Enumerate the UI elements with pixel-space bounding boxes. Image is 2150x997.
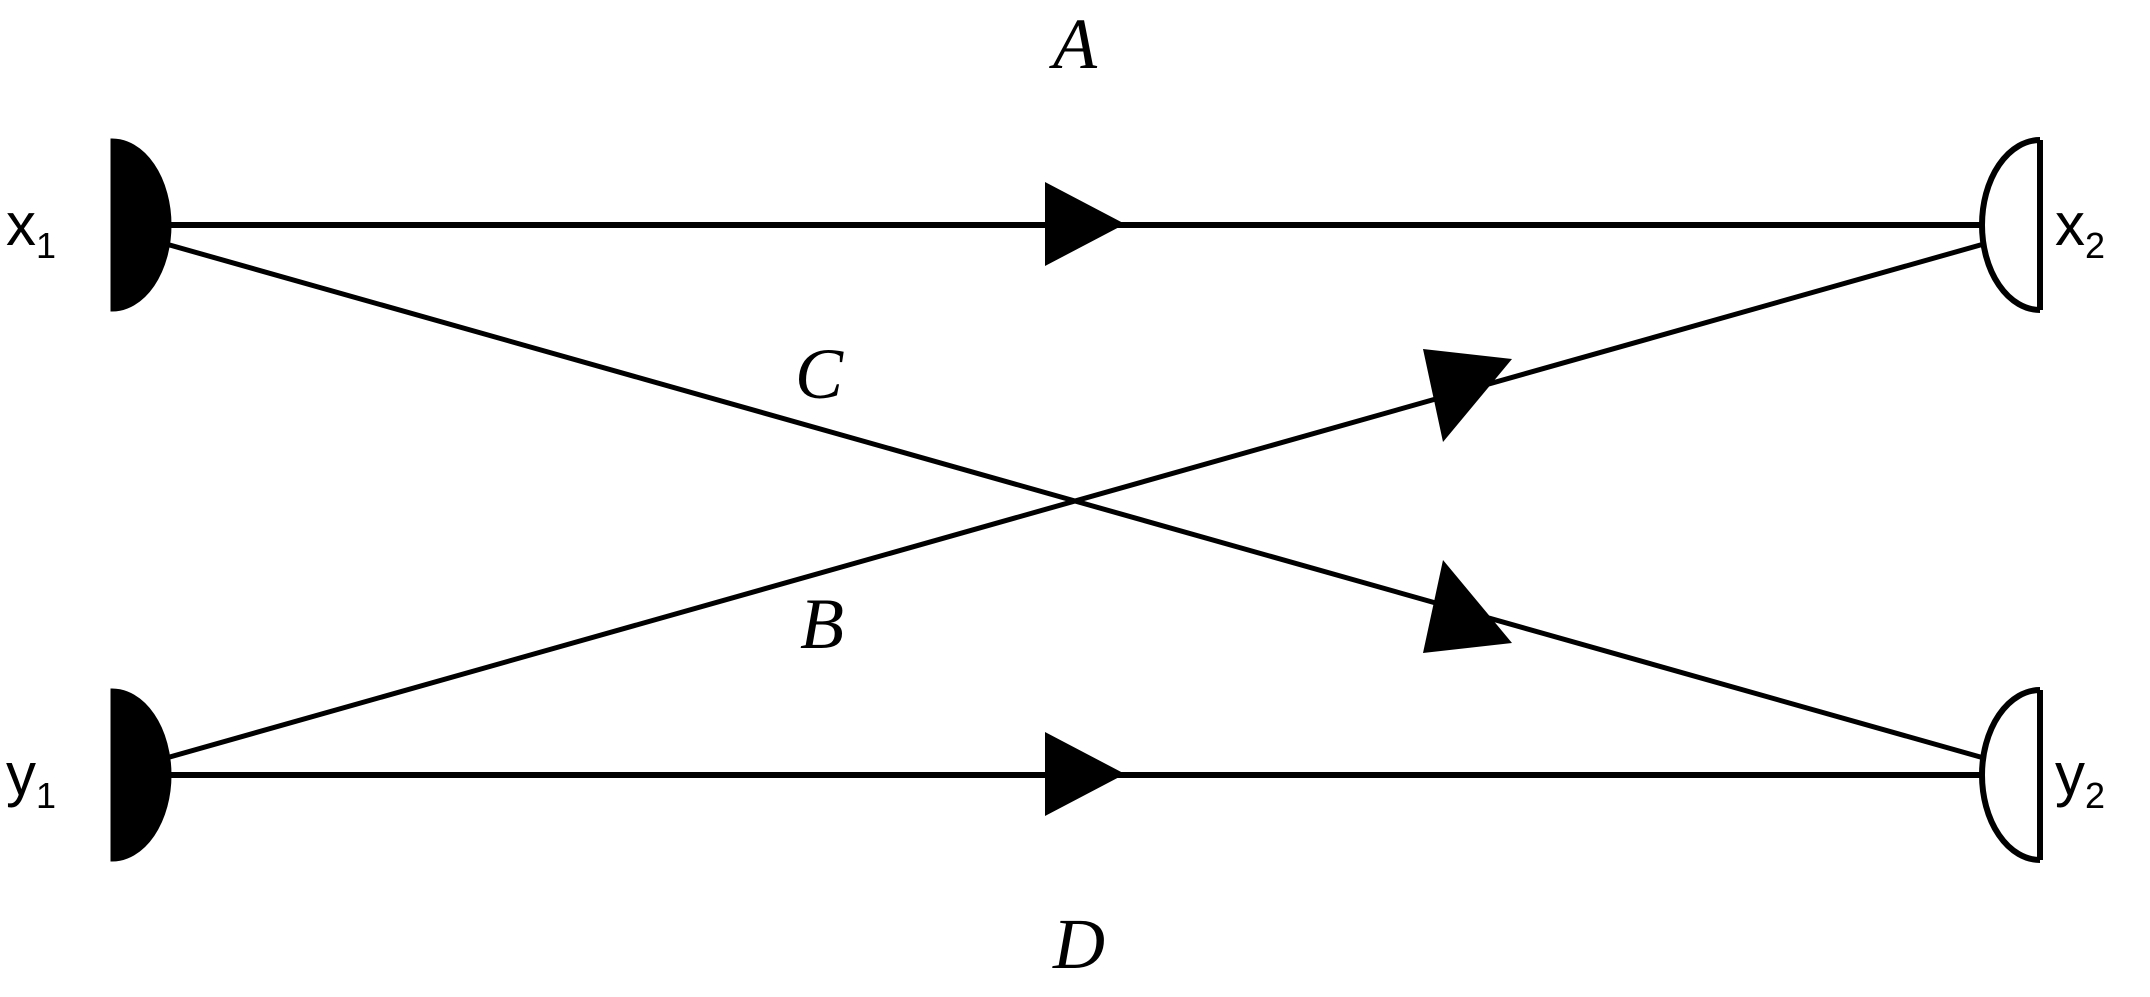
terminal-y2-icon[interactable]: [1979, 687, 2041, 863]
path-label-a: A: [1053, 4, 1097, 84]
terminal-x2-icon[interactable]: [1979, 137, 2041, 313]
node-label-y1: y1: [6, 745, 56, 814]
node-label-x1-base: x: [6, 191, 36, 258]
node-label-x2-base: x: [2055, 191, 2085, 258]
node-label-y2-subscript: 2: [2085, 775, 2106, 816]
node-label-y1-base: y: [6, 741, 36, 808]
terminal-y1-icon[interactable]: [110, 688, 172, 862]
node-label-y2: y2: [2055, 745, 2105, 814]
path-a-group[interactable]: [150, 182, 2000, 266]
node-label-x1: x1: [6, 195, 56, 264]
path-c-arrowhead-icon: [1423, 560, 1512, 653]
path-b-arrowhead-icon: [1423, 349, 1512, 442]
path-label-b: B: [800, 584, 844, 664]
node-label-y2-base: y: [2055, 741, 2085, 808]
node-label-x2-subscript: 2: [2085, 225, 2106, 266]
node-label-y1-subscript: 1: [36, 775, 57, 816]
path-d-group[interactable]: [150, 732, 2000, 816]
node-label-x1-subscript: 1: [36, 225, 57, 266]
path-b-line: [151, 237, 1999, 765]
path-a-arrowhead-icon: [1045, 182, 1125, 266]
path-b-group[interactable]: [151, 237, 1999, 765]
path-label-d: D: [1053, 904, 1105, 984]
terminal-x1-icon[interactable]: [110, 138, 172, 312]
path-d-arrowhead-icon: [1045, 732, 1125, 816]
path-label-c: C: [795, 334, 844, 414]
node-label-x2: x2: [2055, 195, 2105, 264]
